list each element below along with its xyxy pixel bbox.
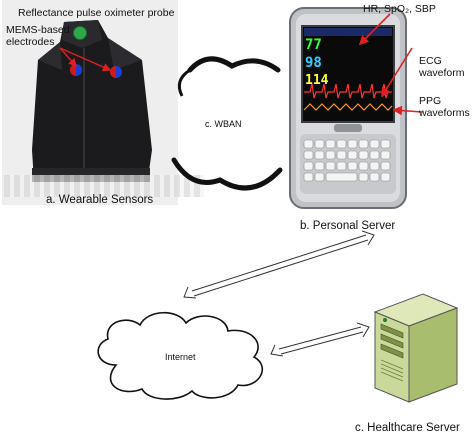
electrode-marker-right [110,66,122,78]
healthcare-server-caption: c. Healthcare Server [355,422,460,434]
wearable-caption: a. Wearable Sensors [46,194,154,206]
healthcare-server-icon [373,293,459,403]
pulse-oximeter-probe-marker [73,26,87,40]
internet-label: Internet [165,352,196,362]
personal-server-caption: b. Personal Server [300,220,396,232]
screen-hr-value: 77 [305,37,322,53]
wearable-annotation-arrows [59,47,112,72]
personal-server-phone [284,0,412,214]
wban-link-shape [171,56,283,191]
wearable-caption-blur [4,175,204,197]
probe-label: Reflectance pulse oximeter probe [18,7,175,19]
phone-annotation-arrows [358,13,423,116]
screen-sbp-value: 114 [305,73,329,88]
wban-label: c. WBAN [205,119,242,129]
vitals-annotation: HR, SpO₂, SBP [363,3,436,15]
electrodes-label: MEMS-based electrodes [6,24,70,48]
ecg-annotation: ECG waveform [419,55,465,79]
ppg-annotation: PPG waveforms [419,95,470,119]
screen-spo2-value: 98 [305,55,322,71]
phone-internet-link-arrow [183,230,375,299]
internet-server-link-arrow [270,322,370,357]
internet-cloud-icon [97,312,264,400]
